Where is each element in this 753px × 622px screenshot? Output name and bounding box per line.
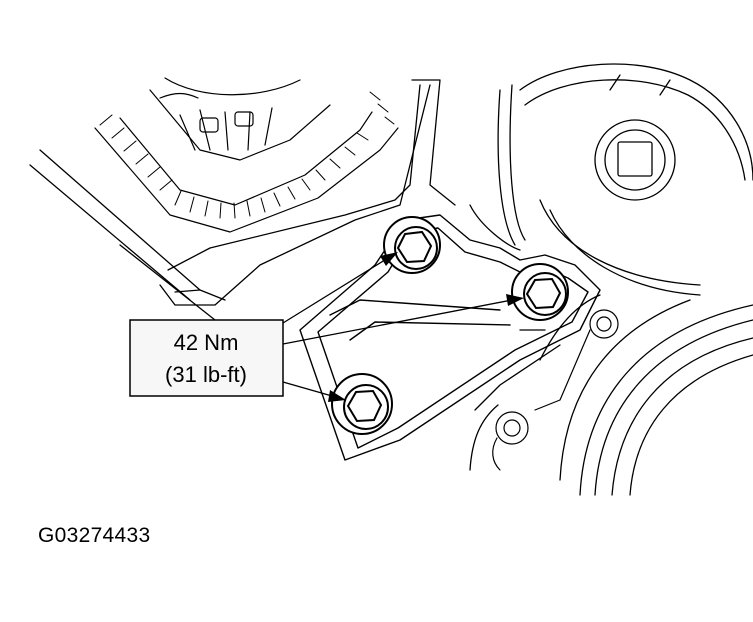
leader-lines [282,257,513,397]
torque-lbft-label: (31 lb-ft) [165,362,247,387]
torque-nm-label: 42 Nm [174,330,239,355]
callout-box [129,319,284,397]
engine-housing [29,79,601,471]
bolt-icon [331,373,393,435]
arrow-icon [328,252,524,402]
figure-id: G03274433 [38,524,151,547]
bolt-icon [511,263,569,321]
bolt-icon [383,216,441,274]
gear-teeth [94,77,399,233]
crank-pulley [559,299,753,496]
stud-boss-upper [534,309,619,411]
torque-callout: 42 Nm (31 lb-ft) [129,319,284,397]
stud-boss-lower [492,411,529,471]
pulley [519,63,753,296]
